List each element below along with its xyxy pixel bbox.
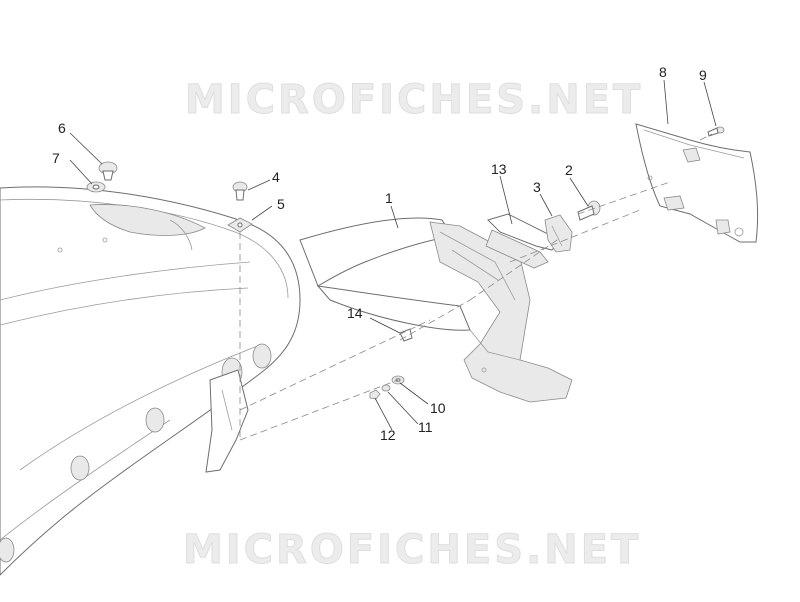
- callout-2: 2: [565, 162, 573, 178]
- part-6-screw: [98, 161, 118, 181]
- rear-body-panel: [0, 186, 301, 576]
- part-1-mudguard: [299, 217, 573, 403]
- part-8-plate-bracket: [635, 123, 759, 243]
- part-13-bracket: [485, 213, 561, 269]
- watermark-top: MICROFICHES.NET: [185, 77, 643, 123]
- callout-11: 11: [418, 419, 433, 435]
- callout-7: 7: [52, 150, 60, 166]
- callout-5: 5: [277, 196, 285, 212]
- part-11-lock-washer: [381, 384, 391, 392]
- callout-8: 8: [659, 64, 667, 80]
- part-3-clip-nut: [544, 214, 573, 253]
- callout-10: 10: [430, 400, 446, 416]
- callout-4: 4: [272, 169, 280, 185]
- leader-lines: [69, 79, 717, 431]
- callout-1: 1: [385, 190, 393, 206]
- part-12-nut: [369, 389, 381, 400]
- callout-12: 12: [380, 427, 396, 443]
- watermark-bottom: MICROFICHES.NET: [183, 527, 641, 573]
- part-9-screw: [707, 126, 725, 137]
- callout-14: 14: [347, 305, 363, 321]
- part-4-screw: [232, 181, 248, 201]
- callout-3: 3: [533, 179, 541, 195]
- alignment-lines: [239, 133, 713, 441]
- callout-9: 9: [699, 67, 707, 83]
- part-5-square-nut: [227, 217, 253, 233]
- callout-13: 13: [491, 161, 507, 177]
- callout-6: 6: [58, 120, 66, 136]
- part-7-washer: [86, 181, 106, 193]
